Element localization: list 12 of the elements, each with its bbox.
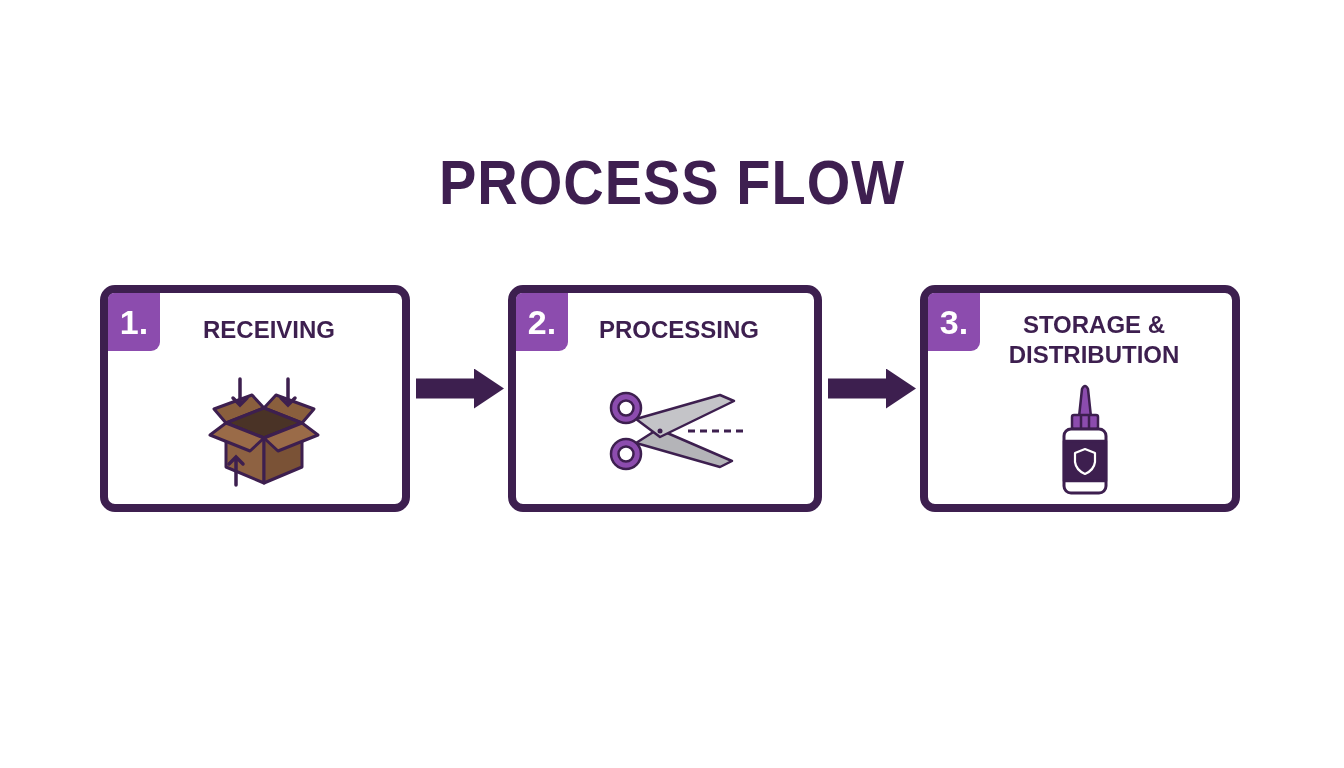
step-heading: PROCESSING bbox=[598, 315, 760, 345]
step-number-badge: 1. bbox=[108, 293, 160, 351]
step-card bbox=[920, 285, 1240, 512]
step-number-badge: 2. bbox=[516, 293, 568, 351]
step-card bbox=[100, 285, 410, 512]
flow-arrow bbox=[416, 368, 504, 409]
diagram-title: PROCESS FLOW bbox=[438, 148, 906, 218]
step-card bbox=[508, 285, 822, 512]
step-number-badge: 3. bbox=[928, 293, 980, 351]
step-heading: RECEIVING bbox=[202, 315, 336, 345]
step-heading: STORAGE & DISTRIBUTION bbox=[1007, 310, 1181, 370]
flow-arrow bbox=[828, 368, 916, 409]
